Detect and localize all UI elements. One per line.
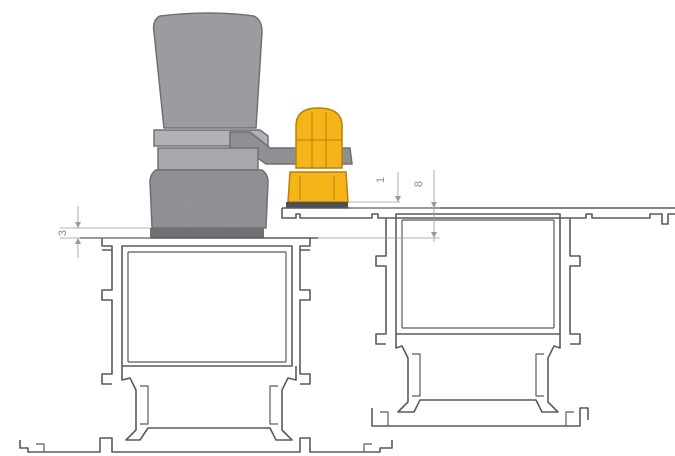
tool-neck [157,147,259,171]
tool-handle [152,12,263,129]
dimension-8: 8 [318,170,440,242]
left-profile [19,237,393,453]
dim-label-8: 8 [413,181,425,187]
tool-foot-plate [150,228,264,238]
pressing-tool [149,12,353,238]
dimension-1: 1 [348,172,401,203]
yellow-clamp [286,107,349,208]
dim-label-1: 1 [375,177,387,183]
right-profile [281,207,675,427]
clamp-base [287,171,349,203]
dimension-3: 3 [57,206,150,258]
clamp-dome [295,107,343,169]
clamp-foot [286,202,348,208]
dim-label-3: 3 [57,230,69,236]
tool-body [149,169,269,229]
